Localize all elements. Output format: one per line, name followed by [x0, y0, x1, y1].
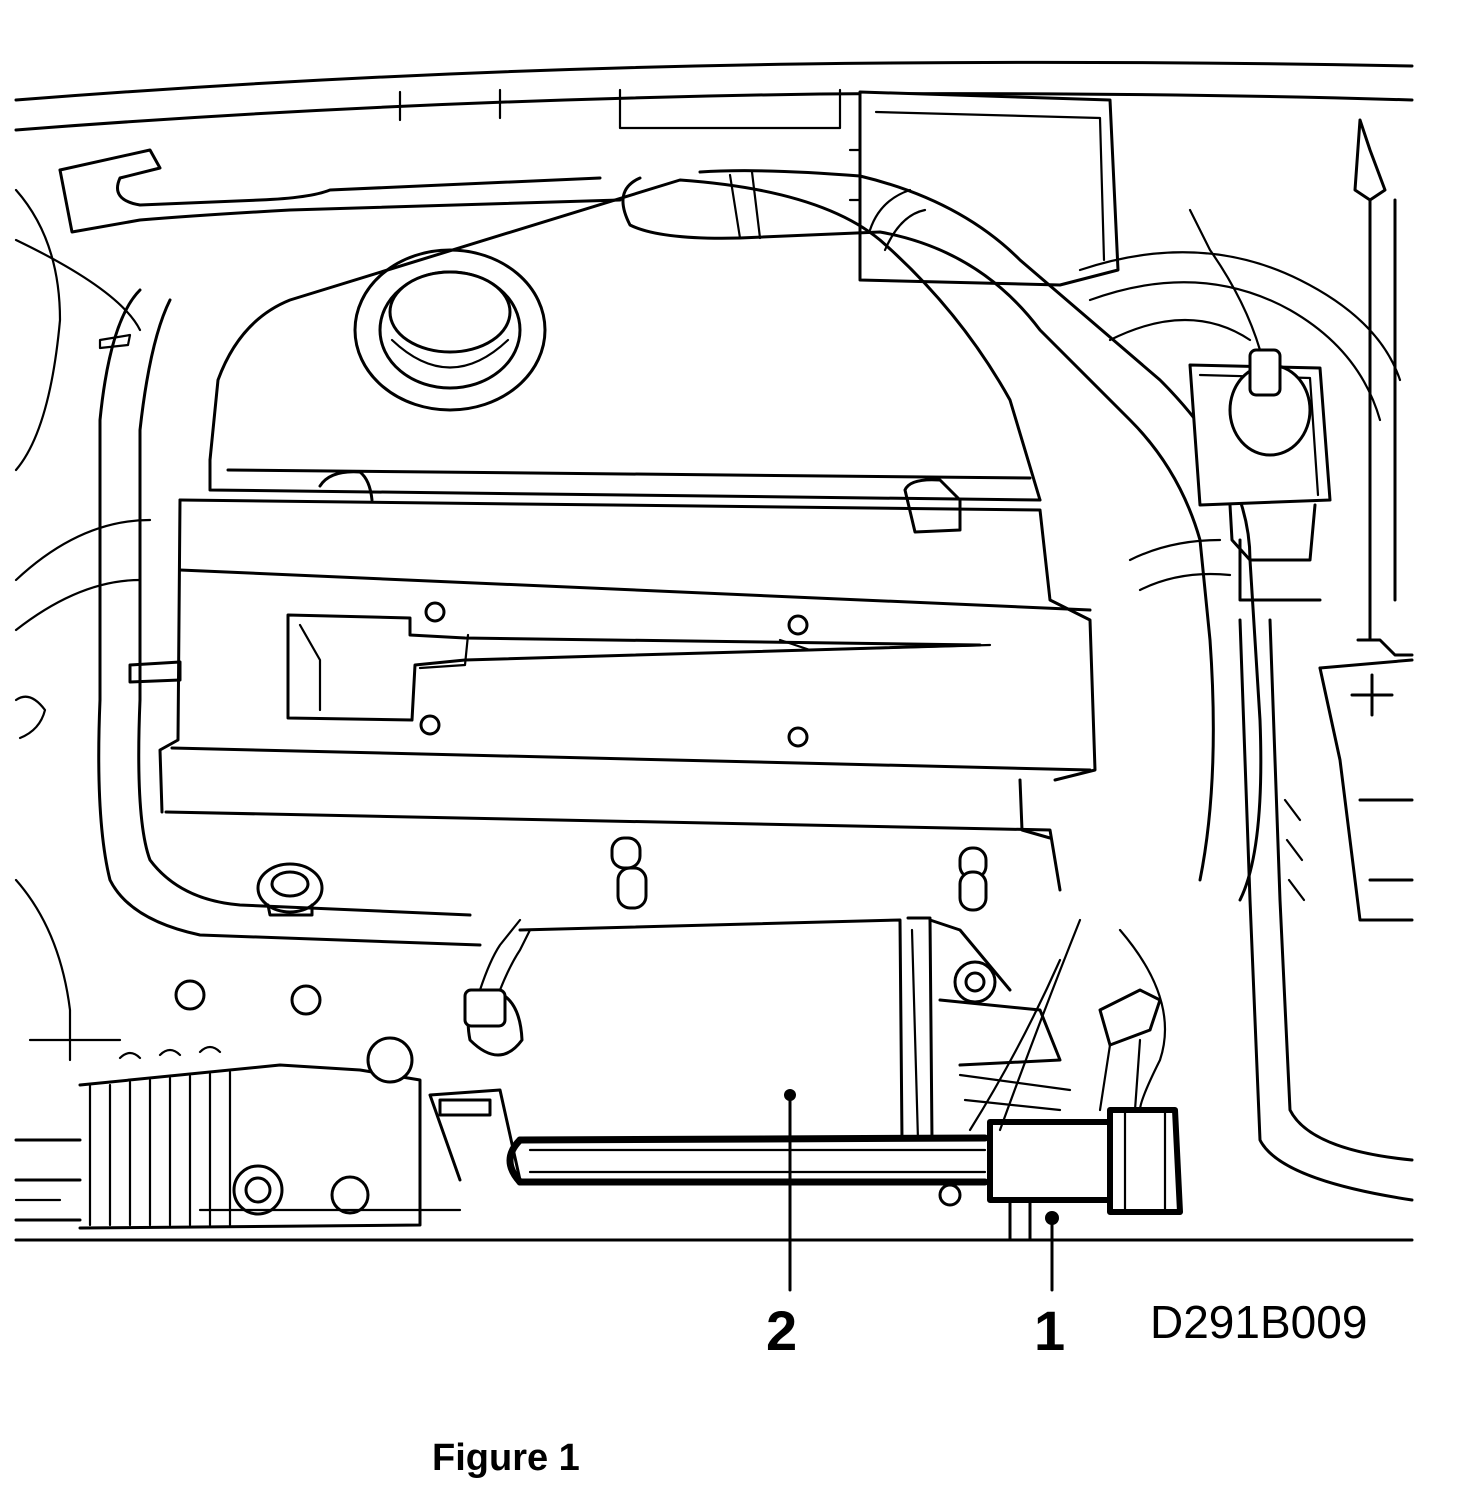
left-wiring-harness: [14, 288, 482, 1062]
relay-box: [848, 90, 1120, 287]
figure-reference-code: D291B009: [1150, 1296, 1367, 1348]
engine-cover: [208, 178, 1042, 534]
callout-leaders: [784, 1089, 1059, 1292]
figure-caption: Figure 1: [432, 1437, 580, 1479]
intake-hose: [621, 169, 1263, 902]
callout-2-label: 2: [766, 1299, 797, 1362]
bolt-bosses: [256, 836, 988, 917]
oil-filler-cap: [353, 248, 547, 412]
right-pipes: [1238, 618, 1414, 1202]
valve-cover: [158, 498, 1097, 892]
locking-tool-shaft: [506, 1134, 989, 1186]
bottom-frame: [14, 1198, 1414, 1242]
upper-left-hose: [14, 148, 622, 472]
throttle-body: [14, 979, 522, 1230]
engine-block-lower: [518, 916, 1072, 1142]
brake-booster: [1078, 118, 1402, 642]
connector-right: [968, 918, 1167, 1132]
battery: [1318, 638, 1414, 922]
callout-1-label: 1: [1034, 1299, 1065, 1362]
pressure-sensor: [438, 918, 532, 1117]
battery-plus-terminal-icon: [1350, 673, 1394, 717]
brake-fluid-reservoir: [1188, 208, 1332, 602]
locking-tool-fitting: [938, 1107, 1183, 1242]
hood-edge: [14, 60, 1414, 132]
